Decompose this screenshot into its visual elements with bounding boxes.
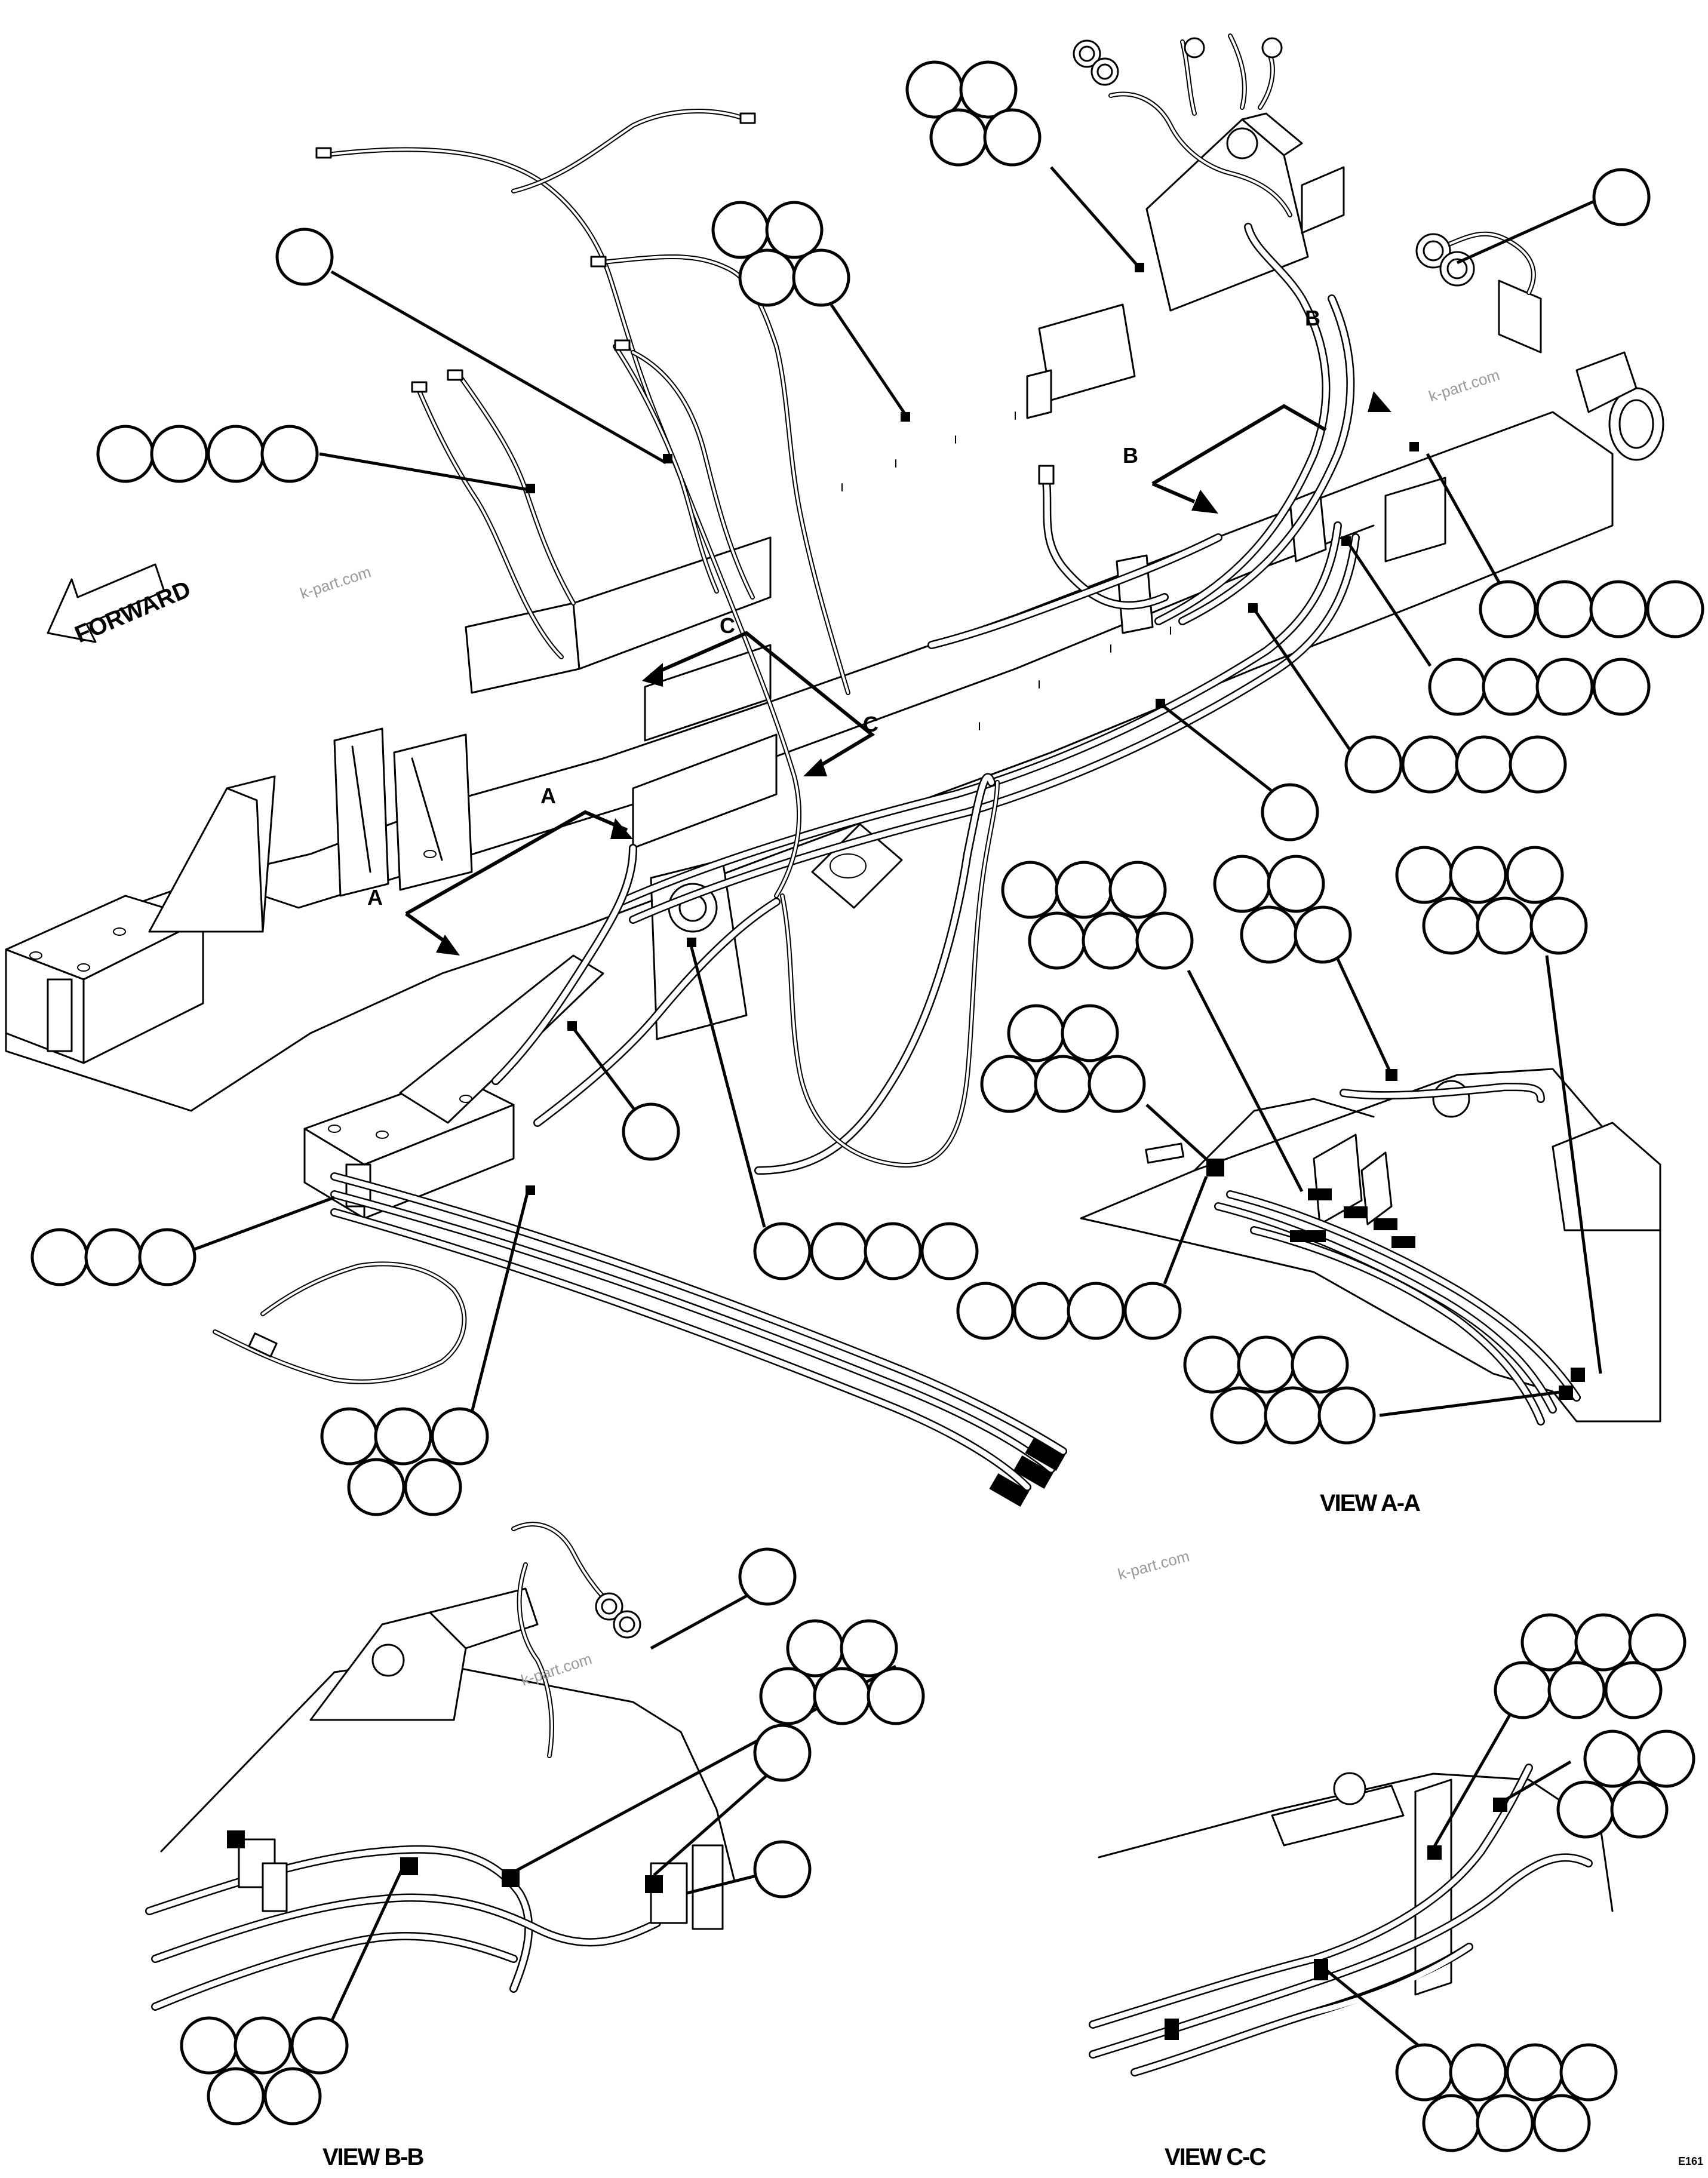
view-c-c-label: VIEW C-C — [1165, 2144, 1266, 2170]
bolt-holes — [29, 850, 472, 1139]
main-hoses — [330, 223, 1360, 1507]
callout-bubbles — [30, 60, 1704, 2152]
forward-arrow: FORWARD — [47, 563, 195, 648]
section-marker-b-left: B — [1123, 443, 1138, 468]
view-a-a: VIEW A-A — [1080, 1068, 1661, 1516]
view-c-c: VIEW C-C — [1089, 1764, 1614, 2170]
section-marker-b-top: B — [1305, 306, 1320, 330]
figure-code: E161 — [1678, 2155, 1703, 2167]
section-marker-a-top: A — [540, 784, 556, 808]
watermark-left: k-part.com — [298, 563, 373, 602]
watermark-right: k-part.com — [1427, 365, 1502, 405]
section-marker-c-right: C — [863, 712, 878, 736]
rail-pins — [841, 411, 1171, 730]
watermark-bottom: k-part.com — [1116, 1547, 1191, 1583]
connectors — [315, 37, 1475, 485]
view-b-b: VIEW B-B — [145, 1522, 736, 2170]
section-markers: A A B B C C — [367, 306, 1391, 956]
view-a-a-label: VIEW A-A — [1320, 1490, 1420, 1516]
watermark-view-b: k-part.com — [519, 1649, 594, 1689]
section-marker-a-left: A — [367, 885, 383, 910]
section-marker-c-top: C — [720, 613, 735, 638]
view-b-b-label: VIEW B-B — [322, 2144, 424, 2170]
